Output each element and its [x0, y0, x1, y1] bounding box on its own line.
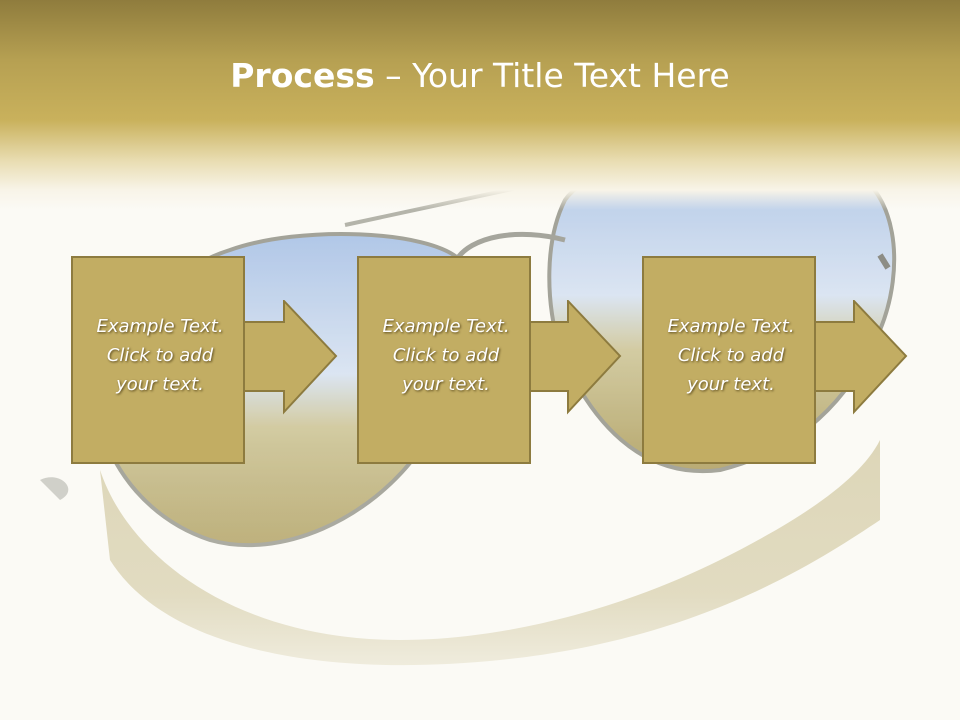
step-2-line-3: your text. — [402, 374, 490, 395]
step-1-text: Example Text. Click to add your text. — [73, 312, 247, 399]
step-3-line-3: your text. — [687, 374, 775, 395]
title-header-band — [0, 0, 960, 210]
step-3-line-2: Click to add — [677, 345, 785, 366]
step-2-line-1: Example Text. — [382, 316, 510, 337]
step-1-line-3: your text. — [116, 374, 204, 395]
title-rest: Your Title Text Here — [412, 56, 730, 95]
step-3-box[interactable]: Example Text. Click to add your text. — [642, 256, 816, 464]
step-2-box[interactable]: Example Text. Click to add your text. — [357, 256, 531, 464]
step-2-arrow-shape[interactable] — [520, 300, 626, 420]
step-1-line-1: Example Text. — [96, 316, 224, 337]
slide-title[interactable]: Process – Your Title Text Here — [0, 54, 960, 98]
step-3-line-1: Example Text. — [667, 316, 795, 337]
step-1-line-2: Click to add — [106, 345, 214, 366]
title-dash: – — [374, 56, 413, 95]
step-2-line-2: Click to add — [392, 345, 500, 366]
step-3-arrow-shape[interactable] — [806, 300, 912, 420]
step-3-text: Example Text. Click to add your text. — [644, 312, 818, 399]
step-2-text: Example Text. Click to add your text. — [359, 312, 533, 399]
step-1-arrow-shape[interactable] — [236, 300, 342, 420]
title-bold-part: Process — [230, 56, 375, 95]
step-1-box[interactable]: Example Text. Click to add your text. — [71, 256, 245, 464]
